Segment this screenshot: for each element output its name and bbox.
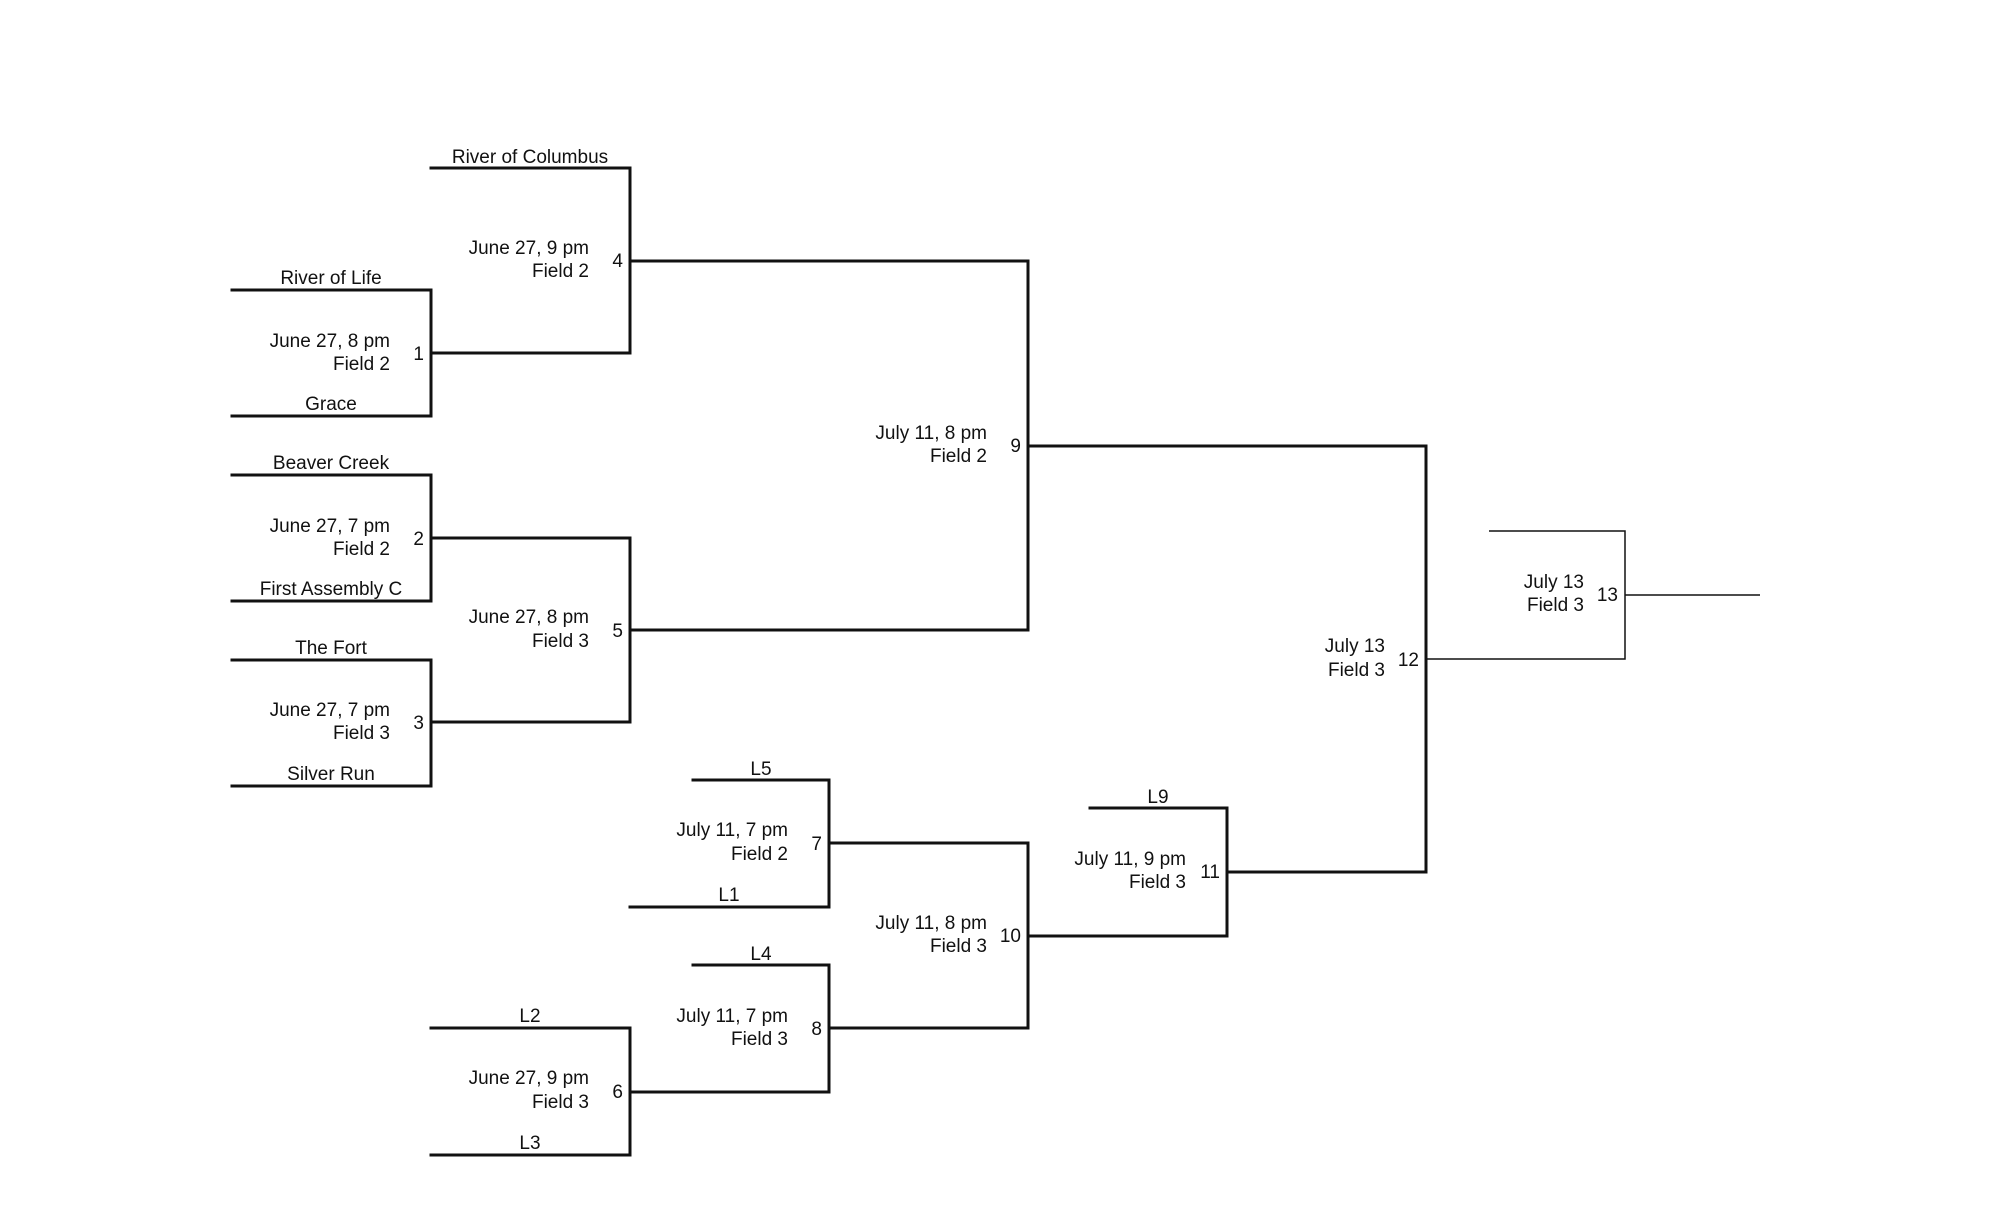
game-11-info: July 11, 9 pm Field 3 11 <box>1074 849 1220 893</box>
slot-l9: L9 <box>1147 787 1168 808</box>
game-13-bracket <box>1426 530 1626 660</box>
game-8-number: 8 <box>811 1019 822 1040</box>
game-12-date: July 13 <box>1325 636 1385 657</box>
game-2-date: June 27, 7 pm <box>270 516 390 537</box>
game-5-number: 5 <box>612 621 623 642</box>
game-2-info: June 27, 7 pm Field 2 2 <box>270 516 424 560</box>
slot-l2: L2 <box>519 1006 540 1027</box>
game-2-field: Field 2 <box>333 539 390 560</box>
game-6-field: Field 3 <box>532 1092 589 1113</box>
team-the-fort: The Fort <box>295 638 368 659</box>
game-10-number: 10 <box>1000 926 1021 947</box>
slot-l5: L5 <box>750 759 771 780</box>
game-11-field: Field 3 <box>1129 872 1186 893</box>
game-4-field: Field 2 <box>532 261 589 282</box>
game-12-number: 12 <box>1398 650 1419 671</box>
game-11-bracket <box>1088 806 1229 938</box>
game-8-date: July 11, 7 pm <box>676 1006 788 1027</box>
game-9-info: July 11, 8 pm Field 2 9 <box>875 423 1021 467</box>
game-1-date: June 27, 8 pm <box>270 331 390 352</box>
game-6-number: 6 <box>612 1082 623 1103</box>
slot-l4: L4 <box>750 944 772 965</box>
game-1-field: Field 2 <box>333 354 390 375</box>
game-5-field: Field 3 <box>532 631 589 652</box>
game-4-number: 4 <box>612 251 623 272</box>
team-silver-run: Silver Run <box>287 764 375 785</box>
game-8-bracket <box>628 963 831 1094</box>
game-10-date: July 11, 8 pm <box>875 913 987 934</box>
game-6-info: June 27, 9 pm Field 3 6 <box>469 1068 623 1113</box>
team-labels: River of Columbus River of Life Grace Be… <box>260 147 1169 1154</box>
team-grace: Grace <box>305 394 357 415</box>
slot-l1: L1 <box>718 885 739 906</box>
game-9-field: Field 2 <box>930 446 987 467</box>
game-6-date: June 27, 9 pm <box>469 1068 589 1089</box>
game-3-number: 3 <box>413 713 424 734</box>
game-10-info: July 11, 8 pm Field 3 10 <box>875 913 1021 957</box>
game-3-info: June 27, 7 pm Field 3 3 <box>270 700 424 744</box>
team-first-assembly-c: First Assembly C <box>260 579 403 600</box>
game-1-number: 1 <box>413 344 424 365</box>
game-10-field: Field 3 <box>930 936 987 957</box>
game-4-info: June 27, 9 pm Field 2 4 <box>469 238 624 282</box>
team-river-of-life: River of Life <box>280 268 381 289</box>
game-12-field: Field 3 <box>1328 660 1385 681</box>
game-8-field: Field 3 <box>731 1029 788 1050</box>
game-3-field: Field 3 <box>333 723 390 744</box>
game-11-date: July 11, 9 pm <box>1074 849 1186 870</box>
team-beaver-creek: Beaver Creek <box>273 453 390 474</box>
game-13-info: July 13 Field 3 13 <box>1524 572 1618 616</box>
game-2-number: 2 <box>413 529 424 550</box>
bracket-lines <box>230 166 1760 1157</box>
game-7-info: July 11, 7 pm Field 2 7 <box>676 820 822 865</box>
game-13-field: Field 3 <box>1527 595 1584 616</box>
game-7-field: Field 2 <box>731 844 788 865</box>
slot-l3: L3 <box>519 1133 540 1154</box>
game-4-date: June 27, 9 pm <box>469 238 589 259</box>
game-6-bracket <box>429 1026 632 1157</box>
game-13-date: July 13 <box>1524 572 1584 593</box>
game-13-number: 13 <box>1597 585 1618 606</box>
game-9-number: 9 <box>1010 436 1021 457</box>
game-7-number: 7 <box>811 834 822 855</box>
game-12-info: July 13 Field 3 12 <box>1325 636 1419 681</box>
team-river-of-columbus: River of Columbus <box>452 147 608 168</box>
game-3-date: June 27, 7 pm <box>270 700 390 721</box>
game-7-date: July 11, 7 pm <box>676 820 788 841</box>
game-info: June 27, 8 pm Field 2 1 June 27, 7 pm Fi… <box>270 238 1618 1113</box>
game-11-number: 11 <box>1200 862 1220 883</box>
game-9-date: July 11, 8 pm <box>875 423 987 444</box>
game-1-info: June 27, 8 pm Field 2 1 <box>270 331 424 375</box>
game-8-info: July 11, 7 pm Field 3 8 <box>676 1006 822 1050</box>
game-5-date: June 27, 8 pm <box>469 607 589 628</box>
game-5-info: June 27, 8 pm Field 3 5 <box>469 607 623 652</box>
